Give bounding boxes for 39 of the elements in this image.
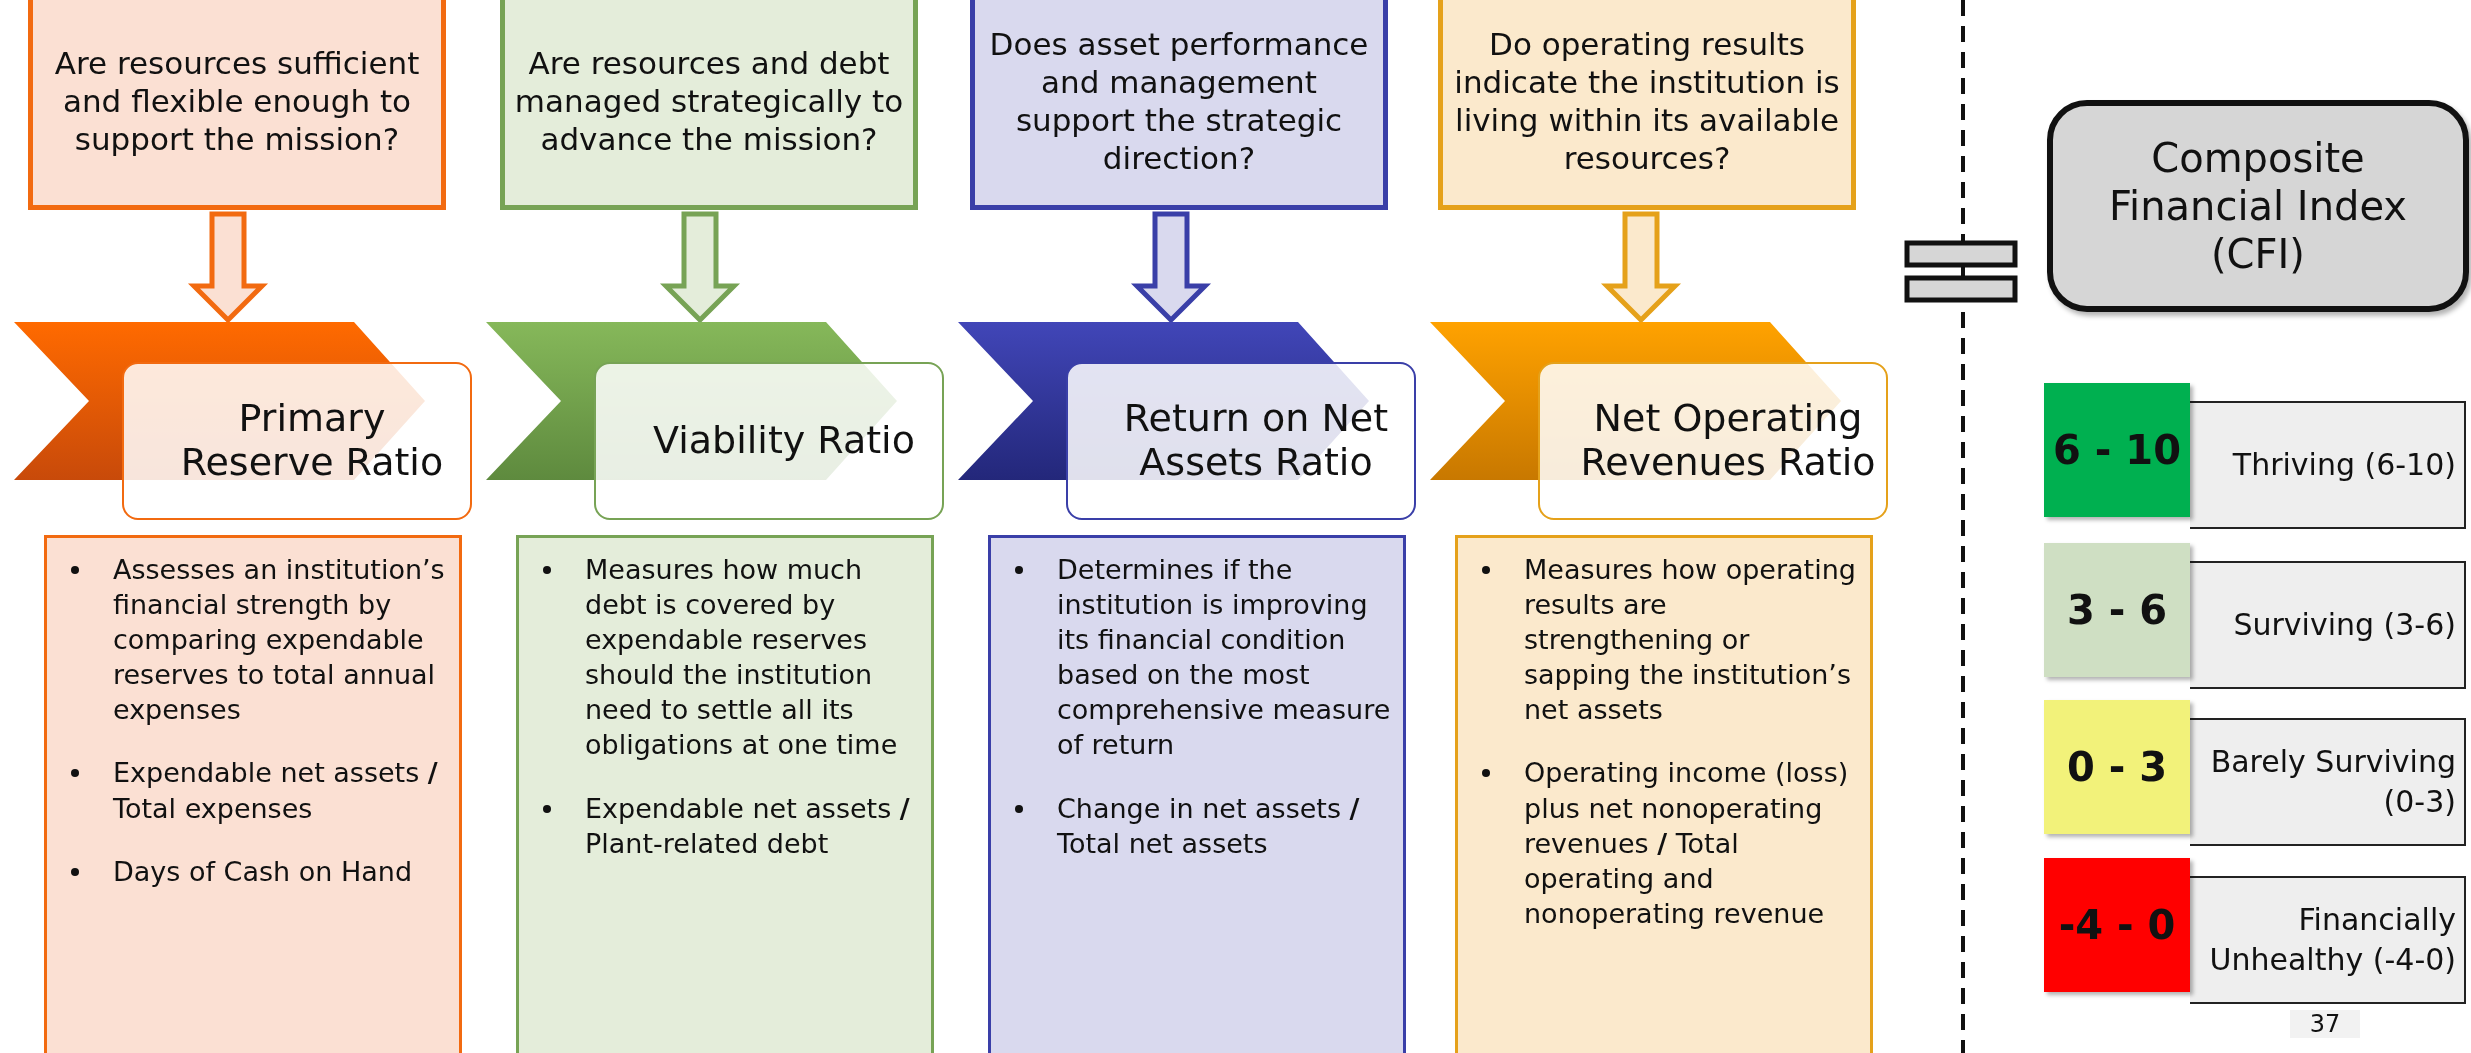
description-panel <box>44 535 462 1053</box>
ratio-title: Primary Reserve Ratio <box>122 362 472 520</box>
ratio-title: Viability Ratio <box>594 362 944 520</box>
bullet-text: Expendable net assets / Plant-related debt <box>585 792 910 859</box>
chevron-label-box <box>14 322 472 520</box>
page-number: 37 <box>2290 1010 2360 1038</box>
bullet-text: Operating income (loss) plus net nonoperating revenues / Total operating and nonoperating revenue <box>1524 757 1849 929</box>
question-box: Are resources and debt managed strategically to advance the mission? <box>500 0 918 210</box>
bullet-text: Expendable net assets / Total expenses <box>113 757 438 824</box>
description-panel <box>988 535 1406 1053</box>
index-title-box: Composite Financial Index (CFI) <box>2047 100 2469 312</box>
score-range-tile: 3 - 6 <box>2044 543 2190 677</box>
score-range-tile: 6 - 10 <box>2044 383 2190 517</box>
score-range-tile: 0 - 3 <box>2044 700 2190 834</box>
question-box: Do operating results indicate the institution is living within its available resources? <box>1438 0 1856 210</box>
bullet-text: Measures how operating results are strengthening or sapping the institution’s net assets <box>1524 554 1856 726</box>
bullet-text: Determines if the institution is improving its financial condition based on the most comprehensive measure of return <box>1057 554 1391 761</box>
chevron-label-box <box>958 322 1416 520</box>
ratio-title: Return on Net Assets Ratio <box>1066 362 1416 520</box>
bullet-text: Days of Cash on Hand <box>113 855 413 887</box>
down-arrow <box>659 211 741 324</box>
bullet-text: Measures how much debt is covered by expendable reserves should the institution need to settle all its obligations at one time <box>585 554 898 761</box>
chevron-label-box <box>1430 322 1888 520</box>
status-label-box: Barely Surviving (0-3) <box>2190 718 2466 846</box>
status-label-box: Financially Unhealthy (-4-0) <box>2190 876 2466 1004</box>
status-label-box: Surviving (3-6) <box>2190 561 2466 689</box>
ratio-title: Net Operating Revenues Ratio <box>1538 362 1888 520</box>
score-range-tile: -4 - 0 <box>2044 858 2190 992</box>
question-box: Are resources sufficient and flexible enough to support the mission? <box>28 0 446 210</box>
chevron-label-box <box>486 322 944 520</box>
bullet-text: Assesses an institution’s financial strength by comparing expendable reserves to total annual expenses <box>113 554 445 726</box>
bullet-text: Change in net assets / Total net assets <box>1057 792 1360 859</box>
status-label-box: Thriving (6-10) <box>2190 401 2466 529</box>
down-arrow <box>187 211 269 324</box>
down-arrow <box>1600 211 1682 324</box>
down-arrow <box>1130 211 1212 324</box>
question-box: Does asset performance and management support the strategic direction? <box>970 0 1388 210</box>
description-panel <box>516 535 934 1053</box>
description-panel <box>1455 535 1873 1053</box>
